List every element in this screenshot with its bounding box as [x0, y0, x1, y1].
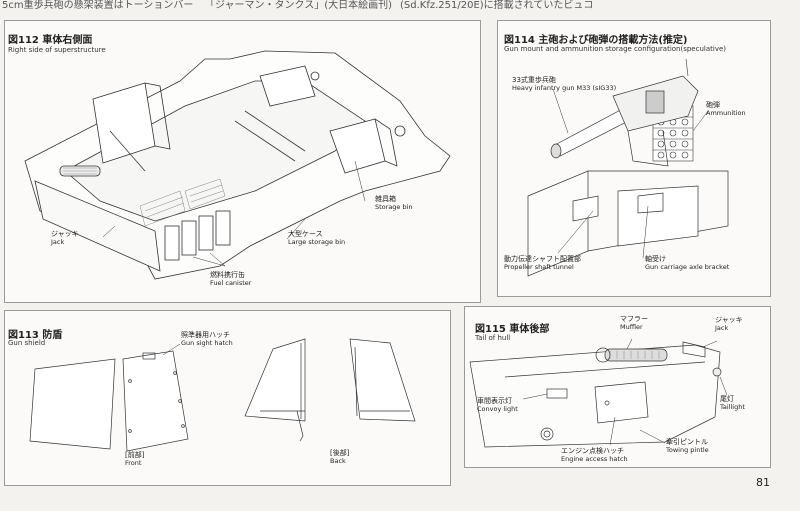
figure-113-subtitle: Gun shield	[8, 339, 46, 347]
figure-114-subtitle: Gun mount and ammunition storage configu…	[504, 45, 727, 53]
figure-115-panel: 図115 車体後部 Tail of hull	[464, 306, 771, 468]
label-front: [前部]Front	[125, 451, 145, 467]
label-back: [後部]Back	[330, 449, 350, 465]
figure-115-title: 図115 車体後部	[475, 324, 550, 335]
hull-tail-drawing	[469, 338, 728, 448]
figure-114-panel: 図114 主砲および砲弾の搭載方法(推定) Gun mount and ammu…	[497, 20, 771, 297]
header-left: 5cm重歩兵砲の懸架装置はトーションバー	[2, 0, 194, 11]
header-center: 「ジャーマン・タンクス」(大日本絵画刊)	[205, 0, 393, 11]
superstructure-drawing	[24, 50, 451, 280]
gun-mount-drawing	[527, 58, 729, 277]
figure-112-panel: 図112 車体右側面 Right side of superstructure	[4, 20, 481, 303]
figure-112-title: 図112 車体右側面	[8, 35, 93, 46]
running-header: 5cm重歩兵砲の懸架装置はトーションバー 「ジャーマン・タンクス」(大日本絵画刊…	[0, 0, 800, 11]
figure-114-title: 図114 主砲および砲弾の搭載方法(推定)	[504, 35, 688, 46]
gun-shield-drawing	[29, 338, 416, 452]
figure-115-subtitle: Tail of hull	[475, 334, 511, 342]
header-right: (Sd.Kfz.251/20E)に搭載されていたビュコ	[400, 0, 594, 11]
figure-113-title: 図113 防盾	[8, 330, 63, 341]
page-number: 81	[756, 476, 770, 489]
figure-112-subtitle: Right side of superstructure	[8, 46, 106, 54]
